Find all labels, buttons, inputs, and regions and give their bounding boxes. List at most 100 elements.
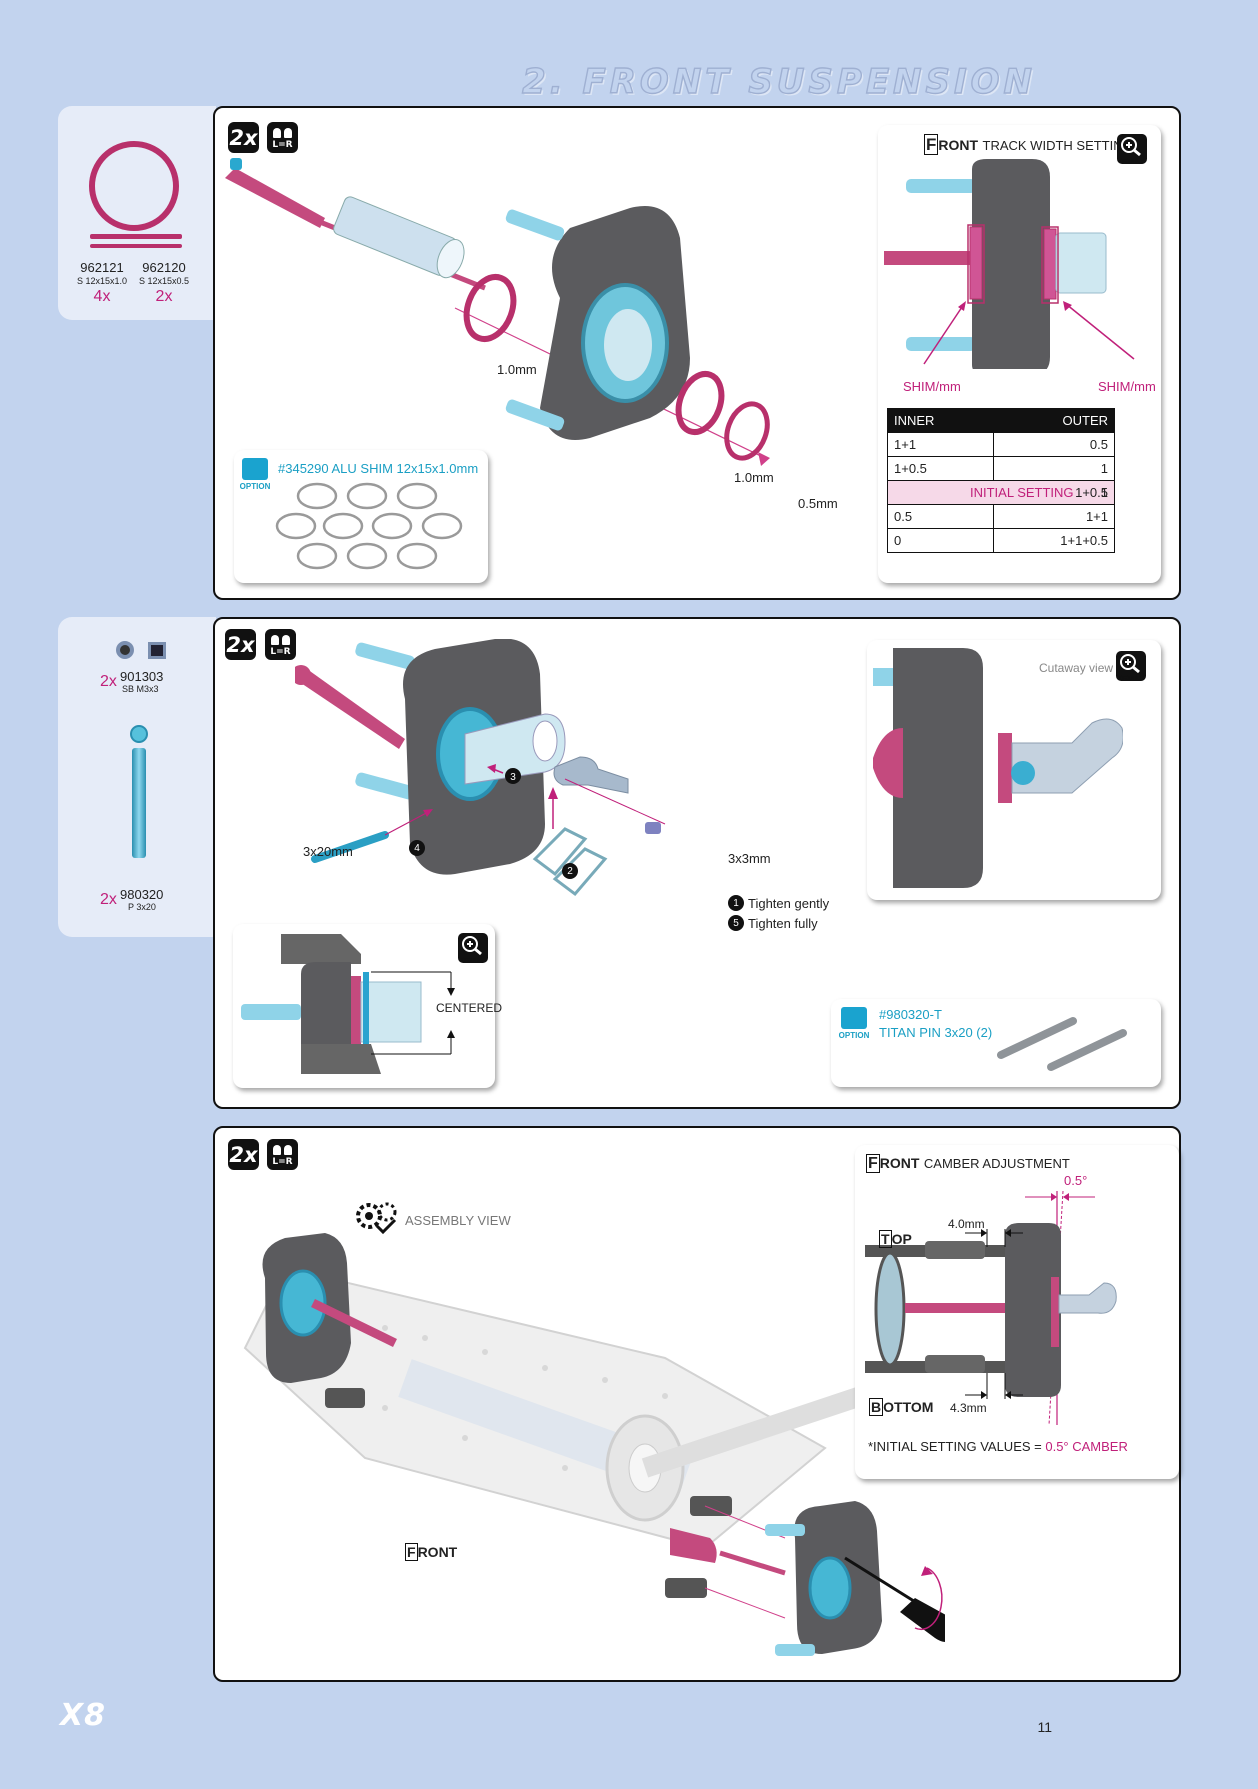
section-title: 2. FRONT SUSPENSION (521, 61, 1036, 102)
shim-thickness-label: 1.0mm (734, 470, 774, 485)
table-row: 1+1 0.5 (886, 432, 1115, 457)
hub-exploded-illustration (225, 158, 770, 466)
shim-flat-icon (90, 234, 182, 239)
option-shim-box: OPTION #345290 ALU SHIM 12x15x1.0mm (234, 450, 488, 583)
part-number: 980320 (120, 887, 164, 902)
figures-icon (271, 635, 290, 645)
detail-magnifier-icon (1116, 651, 1146, 681)
pin-head-icon (130, 725, 148, 743)
title-initial: F (866, 1154, 880, 1173)
cell-inner: 0 (886, 528, 995, 553)
part-number: 962121 (80, 260, 124, 275)
assembly-view-label: ASSEMBLY VIEW (405, 1213, 511, 1228)
bottom-initial: B (869, 1398, 884, 1416)
front-initial: F (405, 1543, 418, 1561)
tighten-step: 5 Tighten fully (728, 915, 829, 931)
assembly-view-icon (356, 1202, 397, 1235)
part-desc: SB M3x3 (122, 684, 159, 694)
cell-inner: 1+0.5 (886, 456, 995, 481)
bottom-dimension-label: 4.3mm (950, 1401, 987, 1415)
camber-illustration (865, 1190, 1117, 1425)
figures-icon (273, 128, 292, 138)
tighten-steps: 1 Tighten gently 5 Tighten fully (728, 895, 829, 931)
tool-size-label: 2.5mm (1037, 1598, 1073, 1626)
cell-inner: 1+1 (886, 432, 995, 457)
top-dimension-label: 4.0mm (948, 1217, 985, 1231)
option-titan-pin-box: OPTION #980320-T TITAN PIN 3x20 (2) (831, 999, 1161, 1087)
left-right-badge: L=R (267, 1139, 298, 1170)
option-badge: OPTION (839, 1007, 869, 1041)
option-label: OPTION (239, 482, 271, 491)
option-label: OPTION (838, 1031, 870, 1040)
page-number: 11 (1037, 1719, 1052, 1735)
front-rest: RONT (417, 1544, 458, 1560)
shim-flat-icon (90, 244, 182, 248)
figures-icon (273, 1145, 292, 1155)
thumbs-up-icon (242, 458, 268, 480)
screw-side-icon (148, 642, 166, 659)
track-width-table: INNER OUTER 1+1 0.5 1+0.5 1 1 INITIAL SE… (886, 408, 1115, 553)
part-qty: 2x (100, 673, 117, 690)
tighten-step: 1 Tighten gently (728, 895, 829, 911)
part-desc: S 12x15x1.0 (76, 276, 128, 286)
cutaway-label: Cutaway view (1039, 661, 1114, 675)
lr-label: L=R (272, 1157, 293, 1167)
top-initial: T (879, 1230, 892, 1248)
hub-assembly-illustration: 3 (295, 639, 666, 897)
detail-magnifier-icon (1117, 134, 1147, 164)
centered-label: CENTERED (436, 1001, 503, 1015)
shim-inner-label: SHIM/mm (903, 379, 961, 394)
header-outer: OUTER (993, 408, 1115, 433)
note-prefix: *INITIAL SETTING VALUES = (868, 1439, 1046, 1454)
step-number: 5 (728, 915, 744, 931)
step-number-2: 2 (562, 863, 578, 879)
detail-magnifier-icon (458, 933, 488, 963)
cell-outer: 1 (993, 456, 1115, 481)
cell-inner: 1 (1100, 485, 1108, 500)
bottom-rest: OTTOM (883, 1399, 934, 1415)
option-line1: #980320-T (879, 1007, 942, 1022)
part-desc: S 12x15x0.5 (138, 276, 190, 286)
step1-panel: 2x L=R 1.0mm 1.0mm 0.5mm OPTION #345290 … (213, 106, 1181, 600)
step-number: 1 (728, 895, 744, 911)
step-text: Tighten gently (748, 895, 830, 911)
cutaway-view-box: Cutaway view DETAIL (867, 640, 1161, 900)
part-number: 901303 (120, 669, 164, 684)
thumbs-up-icon (841, 1007, 867, 1029)
part-qty: 4x (93, 288, 111, 305)
title-initial: F (924, 134, 939, 155)
table-row: 0.5 1+1 (886, 504, 1115, 529)
cell-inner: 0.5 (886, 504, 995, 529)
qty-badge: 2x (228, 1139, 259, 1170)
top-rest: OP (891, 1231, 912, 1247)
step2-panel: 2x L=R 3 2 3x3mm 3x20mm 4 1 Tighten gen (213, 617, 1181, 1109)
title-bold: RONT (879, 1155, 920, 1171)
option-badge: OPTION (240, 458, 270, 492)
oring-large-icon (89, 141, 179, 231)
cell-outer: 1+1+0.5 (993, 528, 1115, 553)
camber-angle-label: 0.5° (1064, 1173, 1088, 1188)
cell-outer: 1+0.5 (1075, 485, 1108, 500)
centered-illustration (241, 934, 455, 1074)
qty-badge: 2x (225, 629, 256, 660)
title-rest: TRACK WIDTH SETTING (982, 138, 1133, 153)
part-qty: 2x (100, 891, 117, 908)
step-number-text: 2 (567, 865, 573, 877)
step-text: Tighten fully (748, 915, 818, 931)
part-desc: P 3x20 (128, 902, 156, 912)
camber-note: *INITIAL SETTING VALUES = 0.5° CAMBER (868, 1439, 1128, 1454)
track-width-illustration (884, 159, 1135, 369)
shim-outer-label: SHIM/mm (1098, 379, 1156, 394)
left-right-badge: L=R (267, 122, 298, 153)
part-qty: 2x (155, 288, 173, 305)
initial-setting-note: INITIAL SETTING (970, 485, 1074, 500)
centered-detail-box: DETAIL CENTERED (233, 924, 502, 1088)
cell-outer: 1+1 (993, 504, 1115, 529)
chassis-assembly-illustration (243, 1233, 945, 1656)
